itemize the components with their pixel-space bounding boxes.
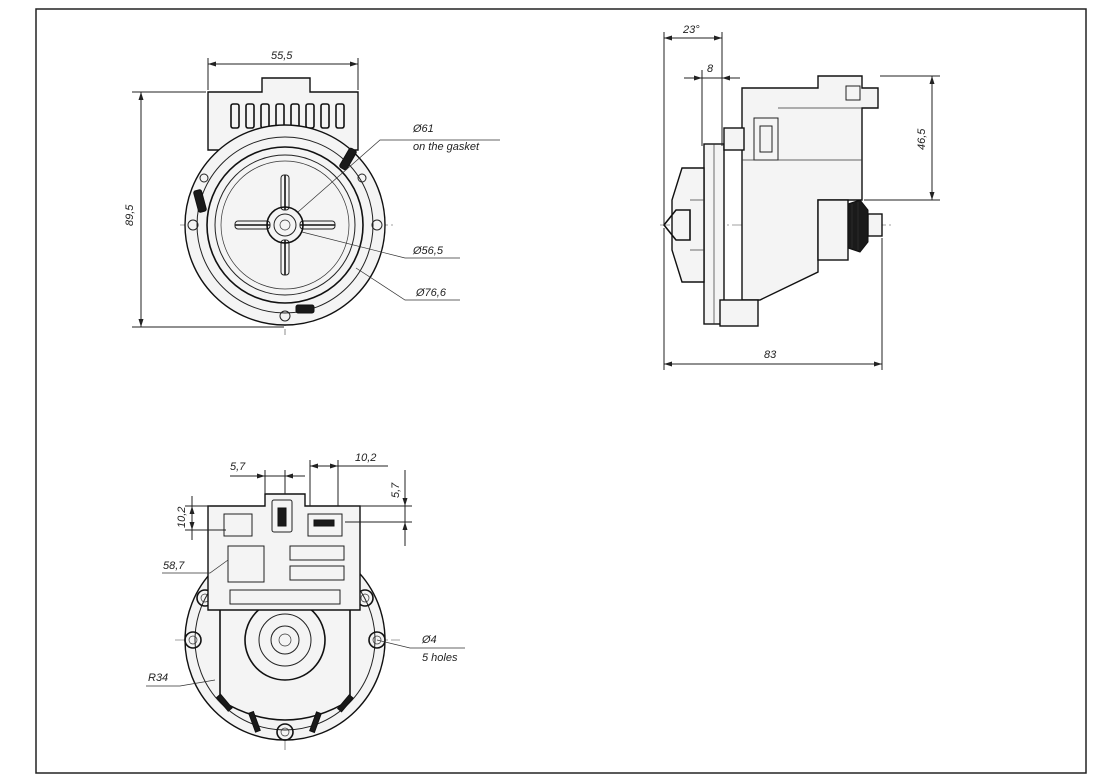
mount-hole — [368, 631, 386, 649]
inner-diameter-label: Ø56,5 — [412, 245, 444, 257]
hole-diameter-label: Ø4 — [421, 634, 437, 646]
front-width-label: 55,5 — [271, 50, 293, 62]
bottom-width-label: 58,7 — [163, 560, 185, 572]
mount-hole — [276, 723, 294, 741]
side-angle-label: 23° — [682, 24, 700, 36]
side-height-label: 46,5 — [916, 128, 928, 150]
gasket-note: on the gasket — [413, 141, 480, 153]
bottom-radius-label: R34 — [148, 672, 168, 684]
impeller-hub — [266, 206, 304, 244]
flange-outer — [184, 124, 386, 326]
side-offset-label: 8 — [707, 63, 714, 75]
bottom-top-offset-label: 5,7 — [390, 482, 402, 498]
side-view: 23° 8 46,5 83 — [660, 24, 940, 370]
outer-diameter-label: Ø76,6 — [415, 287, 447, 299]
bottom-view: 5,7 10,2 5,7 10,2 58,7 R34 Ø4 5 holes — [146, 452, 465, 750]
mount-hole — [184, 631, 202, 649]
mount-hole — [357, 173, 367, 183]
bottom-right-offset-label: 10,2 — [355, 452, 376, 464]
side-length-label: 83 — [764, 349, 777, 361]
drawing-border — [35, 8, 1087, 774]
front-height-label: 89,5 — [124, 204, 136, 226]
front-view: 55,5 89,5 Ø61 on the gasket Ø56,5 Ø76,6 — [124, 50, 500, 335]
mount-hole — [187, 219, 199, 231]
mount-hole — [199, 173, 209, 183]
mount-hole — [371, 219, 383, 231]
hole-note: 5 holes — [422, 652, 458, 664]
gasket-diameter-label: Ø61 — [412, 123, 434, 135]
mount-hole — [279, 310, 291, 322]
bottom-left-offset-label: 5,7 — [230, 461, 246, 473]
bottom-left-height-label: 10,2 — [176, 507, 188, 528]
